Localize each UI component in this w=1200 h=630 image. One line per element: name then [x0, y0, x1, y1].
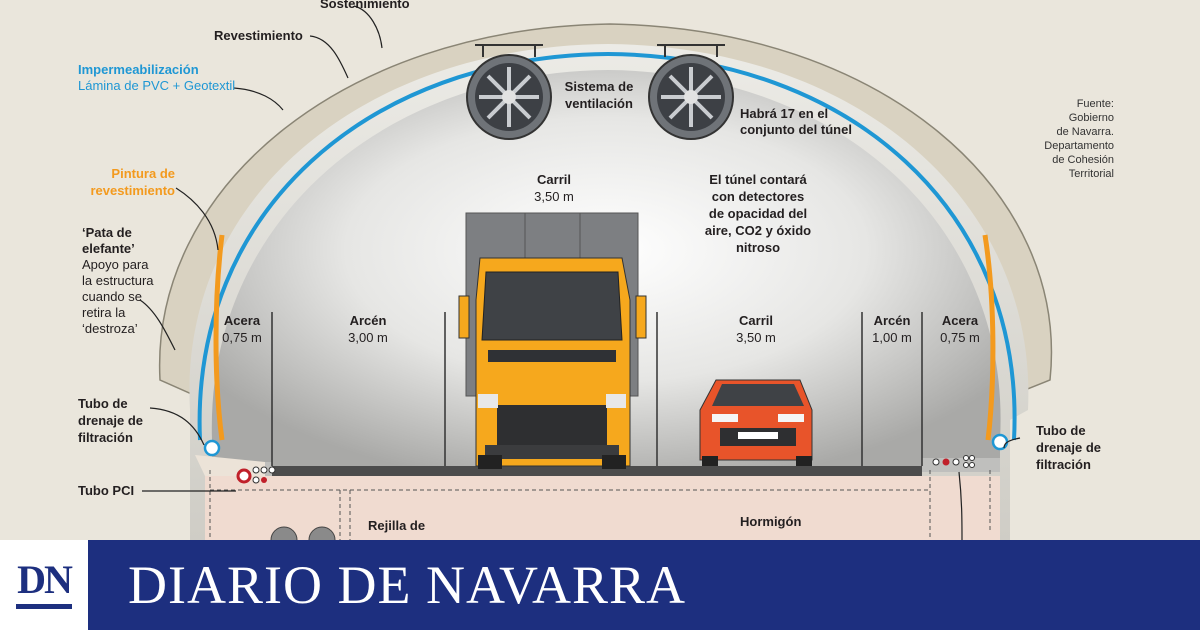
label-hormigon: Hormigón — [740, 514, 802, 529]
label-drenaje-right-3: filtración — [1036, 457, 1091, 472]
lane-carril-right-width: 3,50 m — [736, 330, 776, 345]
lane-acera-right-width: 0,75 m — [940, 330, 980, 345]
label-habra-1: Habrá 17 en el — [740, 106, 829, 121]
cable-conduits-right — [932, 455, 975, 468]
label-tubo-pci: Tubo PCI — [78, 483, 135, 498]
lane-acera-left-width: 0,75 m — [222, 330, 262, 345]
logo-underline — [16, 604, 72, 609]
lane-acera-left-name: Acera — [223, 313, 261, 328]
label-ventilacion-1: Sistema de — [564, 79, 634, 94]
label-revestimiento: Revestimiento — [214, 28, 303, 43]
road-surface — [272, 466, 922, 476]
drain-tube-left — [203, 439, 221, 457]
lane-acera-right-name: Acera — [941, 313, 979, 328]
label-drenaje-right-2: drenaje de — [1036, 440, 1102, 455]
brand-name[interactable]: DIARIO DE NAVARRA — [128, 555, 687, 615]
lane-arcen-right-name: Arcén — [873, 313, 911, 328]
source-line-6: Territorial — [1068, 168, 1114, 180]
pintura-left — [213, 234, 225, 441]
logo-text: DN — [17, 557, 73, 602]
drain-tube-right — [991, 433, 1009, 451]
lane-arcen-right-width: 1,00 m — [872, 330, 912, 345]
fan-left — [466, 44, 552, 140]
label-detectores-3: de opacidad del — [708, 206, 808, 221]
leader-lines — [139, 5, 1021, 541]
pintura-right — [982, 234, 996, 441]
label-apoyo-4: retira la — [82, 305, 126, 320]
fan-right — [648, 44, 734, 140]
source-line-3: de Navarra. — [1056, 126, 1114, 138]
label-detectores-2: con detectores — [711, 189, 805, 204]
label-pata-1: ‘Pata de — [82, 225, 132, 240]
label-pintura-2: revestimiento — [90, 183, 175, 198]
sidewalk-right — [922, 458, 1000, 472]
label-detectores-4: aire, CO2 y óxido — [704, 223, 812, 238]
label-apoyo-3: cuando se — [82, 289, 142, 304]
impermeabilizacion-line — [197, 51, 1017, 441]
source-line-1: Fuente: — [1076, 98, 1114, 110]
label-pata-2: elefante’ — [82, 241, 135, 256]
dn-logo[interactable]: DN — [8, 558, 80, 614]
lane-carril-right-name: Carril — [739, 313, 773, 328]
label-sostenimiento: Sostenimiento — [320, 0, 410, 11]
lane-arcen-left-width: 3,00 m — [348, 330, 388, 345]
brand-bar — [88, 540, 1200, 630]
label-drenaje-left-2: drenaje de — [78, 413, 144, 428]
label-detectores-1: El túnel contará — [709, 172, 807, 187]
lane-carril-left-width: 3,50 m — [534, 189, 574, 204]
pci-tube — [236, 468, 252, 484]
dashed-pipes — [209, 470, 991, 540]
label-apoyo-1: Apoyo para — [82, 257, 149, 272]
source-line-5: de Cohesión — [1052, 154, 1114, 166]
car-illustration — [699, 379, 813, 466]
source-line-2: Gobierno — [1068, 112, 1114, 124]
label-lamina: Lámina de PVC + Geotextil — [78, 78, 236, 93]
cable-conduits-left — [252, 466, 276, 484]
label-drenaje-right-1: Tubo de — [1036, 423, 1086, 438]
label-drenaje-left-1: Tubo de — [78, 396, 128, 411]
lane-arcen-left-name: Arcén — [349, 313, 387, 328]
label-detectores-5: nitroso — [735, 240, 781, 255]
lane-carril-left-name: Carril — [537, 172, 571, 187]
label-apoyo-5: ‘destroza’ — [82, 321, 138, 336]
label-drenaje-left-3: filtración — [78, 430, 133, 445]
label-apoyo-2: la estructura — [82, 273, 154, 288]
hormigon-base — [205, 476, 1000, 540]
source-line-4: Departamento — [1044, 140, 1114, 152]
label-pintura-1: Pintura de — [111, 166, 175, 181]
label-rejilla: Rejilla de — [368, 518, 426, 533]
label-habra-2: conjunto del túnel — [740, 122, 852, 137]
label-impermeabilizacion: Impermeabilización — [78, 62, 199, 77]
truck-illustration — [458, 212, 647, 469]
label-ventilacion-2: ventilación — [565, 96, 633, 111]
